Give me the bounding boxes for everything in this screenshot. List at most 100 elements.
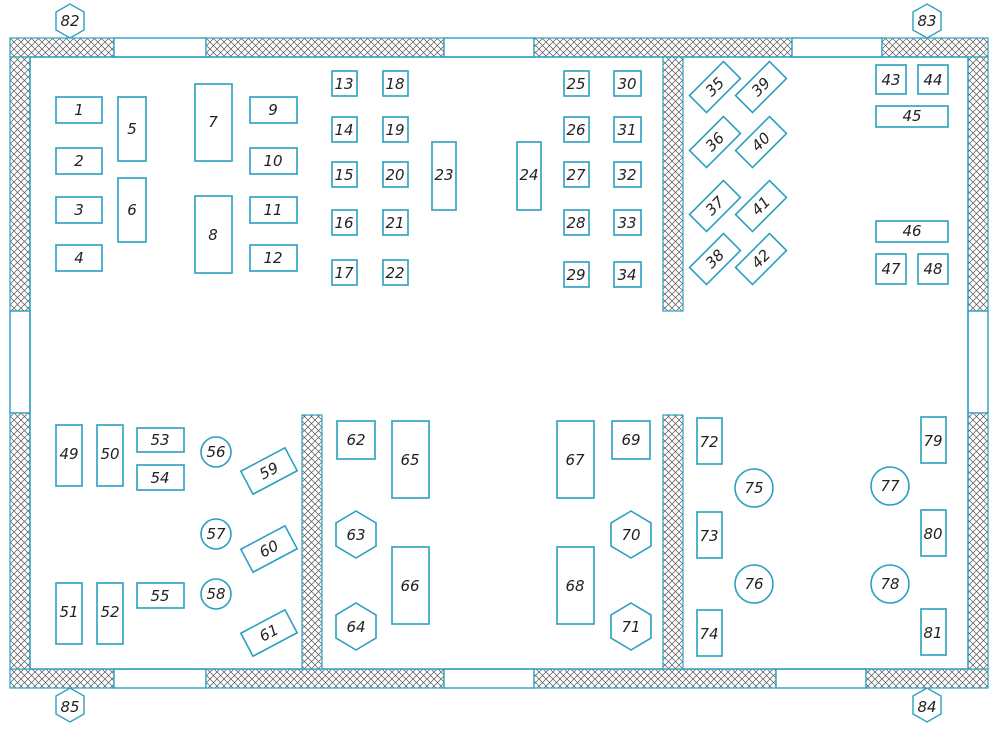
window bbox=[791, 37, 883, 58]
equipment-item: 73 bbox=[696, 511, 723, 559]
item-number-label: 73 bbox=[699, 527, 718, 545]
window bbox=[967, 310, 989, 414]
equipment-item: 53 bbox=[136, 427, 185, 453]
wall-segment bbox=[9, 56, 31, 312]
equipment-item: 63 bbox=[335, 510, 377, 559]
equipment-item: 41 bbox=[734, 179, 788, 233]
item-number-label: 66 bbox=[400, 577, 419, 595]
equipment-item: 56 bbox=[200, 436, 232, 468]
item-number-label: 30 bbox=[617, 75, 636, 93]
equipment-item: 27 bbox=[563, 161, 590, 188]
equipment-item: 18 bbox=[382, 70, 409, 97]
equipment-item: 9 bbox=[249, 96, 298, 124]
equipment-item: 32 bbox=[613, 161, 642, 188]
item-number-label: 47 bbox=[881, 260, 901, 278]
item-number-label: 44 bbox=[923, 71, 942, 89]
item-number-label: 63 bbox=[346, 526, 365, 544]
equipment-item: 2 bbox=[55, 147, 103, 175]
equipment-item: 16 bbox=[331, 209, 358, 236]
equipment-item: 34 bbox=[613, 261, 642, 288]
equipment-item: 19 bbox=[382, 116, 409, 143]
item-number-label: 43 bbox=[881, 71, 900, 89]
equipment-item: 24 bbox=[516, 141, 542, 211]
equipment-item: 71 bbox=[610, 602, 652, 651]
equipment-rectangles: 1 2 3 4 5 6 7 8 9 10 11 12 13 14 15 16 1… bbox=[55, 64, 949, 657]
item-number-label: 50 bbox=[100, 445, 119, 463]
equipment-item: 30 bbox=[613, 70, 642, 97]
item-number-label: 11 bbox=[263, 201, 282, 219]
item-number-label: 33 bbox=[617, 214, 636, 232]
equipment-item: 77 bbox=[870, 466, 910, 506]
item-number-label: 68 bbox=[565, 577, 584, 595]
item-number-label: 52 bbox=[100, 603, 119, 621]
wall-segment bbox=[533, 668, 777, 689]
item-number-label: 21 bbox=[385, 214, 404, 232]
item-number-label: 32 bbox=[617, 166, 636, 184]
item-number-label: 23 bbox=[434, 166, 453, 184]
equipment-item: 7 bbox=[194, 83, 233, 162]
equipment-item: 22 bbox=[382, 259, 409, 286]
equipment-item: 29 bbox=[563, 261, 590, 288]
item-number-label: 49 bbox=[59, 445, 78, 463]
item-number-label: 45 bbox=[902, 107, 921, 125]
walls bbox=[9, 37, 989, 689]
window bbox=[443, 37, 535, 58]
window bbox=[443, 668, 535, 689]
equipment-item: 76 bbox=[734, 564, 774, 604]
item-number-label: 27 bbox=[566, 166, 586, 184]
item-number-label: 31 bbox=[617, 121, 636, 139]
item-number-label: 14 bbox=[334, 121, 353, 139]
item-number-label: 85 bbox=[60, 698, 79, 716]
item-number-label: 6 bbox=[127, 201, 137, 219]
equipment-circles: 56 57 58 75 76 77 78 bbox=[200, 436, 910, 610]
equipment-item: 1 bbox=[55, 96, 103, 124]
item-number-label: 80 bbox=[923, 525, 942, 543]
axis-marker: 82 bbox=[55, 3, 85, 39]
window bbox=[9, 310, 31, 414]
item-number-label: 26 bbox=[566, 121, 585, 139]
equipment-item: 46 bbox=[875, 220, 949, 243]
equipment-item: 72 bbox=[696, 417, 723, 465]
partition bbox=[662, 56, 684, 312]
item-number-label: 54 bbox=[150, 469, 169, 487]
equipment-item: 38 bbox=[688, 232, 742, 286]
partition bbox=[662, 414, 684, 670]
equipment-item: 65 bbox=[391, 420, 430, 499]
wall-segment bbox=[865, 668, 989, 689]
axis-marker: 83 bbox=[912, 3, 942, 39]
axis-marker: 85 bbox=[55, 687, 85, 723]
equipment-item: 69 bbox=[611, 420, 651, 460]
item-number-label: 22 bbox=[385, 264, 404, 282]
window bbox=[775, 668, 867, 689]
equipment-item: 14 bbox=[331, 116, 358, 143]
equipment-item: 50 bbox=[96, 424, 124, 487]
equipment-item: 12 bbox=[249, 244, 298, 272]
equipment-item: 21 bbox=[382, 209, 409, 236]
wall-segment bbox=[533, 37, 793, 58]
item-number-label: 20 bbox=[385, 166, 404, 184]
equipment-item: 57 bbox=[200, 518, 232, 550]
equipment-item: 40 bbox=[734, 115, 788, 169]
item-number-label: 70 bbox=[621, 526, 640, 544]
item-number-label: 62 bbox=[346, 431, 365, 449]
equipment-item: 51 bbox=[55, 582, 83, 645]
axis-marker: 84 bbox=[912, 687, 942, 723]
equipment-item: 5 bbox=[117, 96, 147, 162]
window bbox=[113, 668, 207, 689]
item-number-label: 29 bbox=[566, 266, 585, 284]
item-number-label: 51 bbox=[59, 603, 78, 621]
equipment-item: 3 bbox=[55, 196, 103, 224]
item-number-label: 46 bbox=[902, 222, 921, 240]
wall-segment bbox=[9, 668, 115, 689]
equipment-item: 43 bbox=[875, 64, 907, 95]
equipment-item: 81 bbox=[920, 608, 947, 656]
equipment-item: 61 bbox=[239, 608, 299, 658]
item-number-label: 77 bbox=[880, 477, 900, 495]
equipment-item: 20 bbox=[382, 161, 409, 188]
equipment-item: 33 bbox=[613, 209, 642, 236]
item-number-label: 82 bbox=[60, 12, 79, 30]
equipment-item: 35 bbox=[688, 60, 742, 114]
equipment-item: 26 bbox=[563, 116, 590, 143]
item-number-label: 19 bbox=[385, 121, 404, 139]
